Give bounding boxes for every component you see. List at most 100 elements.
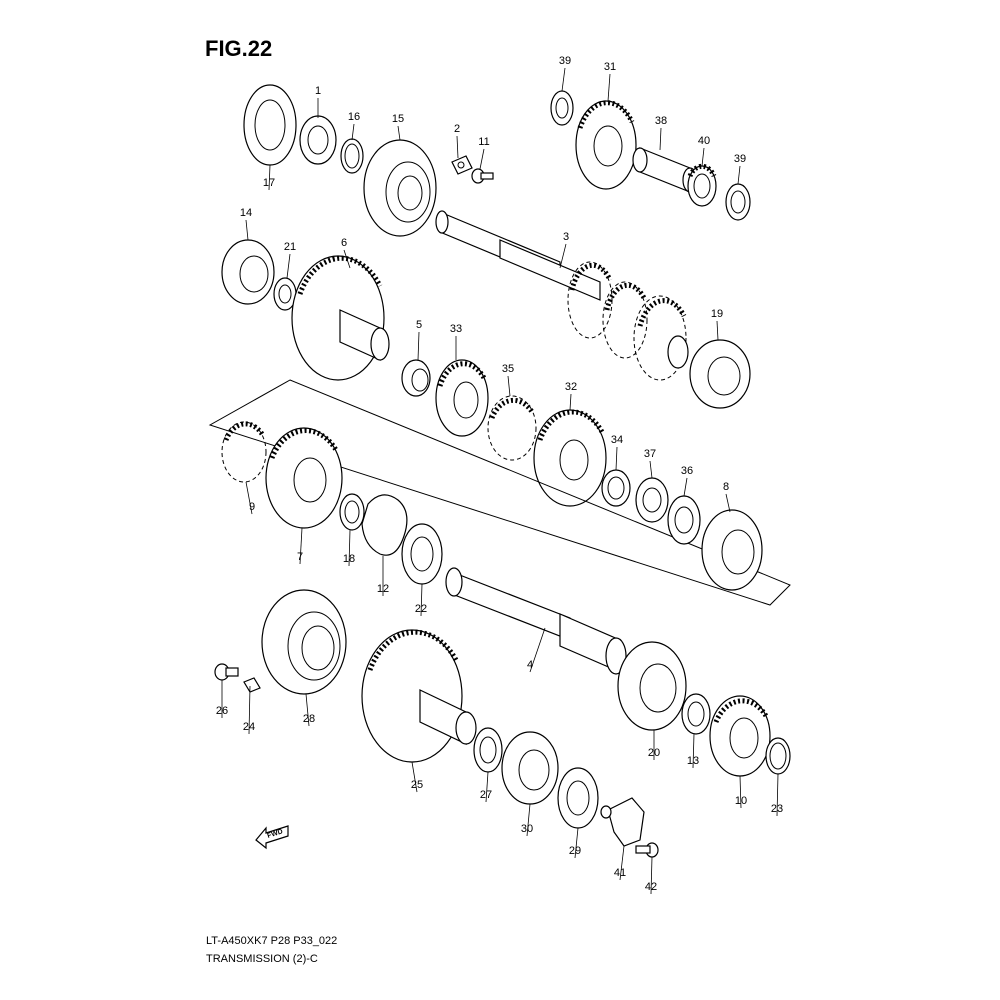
forward-arrow-icon: FWD [255, 825, 289, 850]
callout-label-3[interactable]: 3 [563, 231, 569, 243]
callout-label-39[interactable]: 39 [734, 153, 746, 165]
part-40-needle-bearing[interactable] [687, 163, 717, 207]
callout-label-18[interactable]: 18 [343, 553, 355, 565]
callout-label-40[interactable]: 40 [698, 135, 710, 147]
callout-label-25[interactable]: 25 [411, 779, 423, 791]
callout-label-6[interactable]: 6 [341, 237, 347, 249]
callout-label-39[interactable]: 39 [559, 55, 571, 67]
callout-label-41[interactable]: 41 [614, 867, 626, 879]
callout-label-11[interactable]: 11 [478, 136, 489, 148]
part-12-washer[interactable] [361, 494, 408, 556]
callout-layer: 1234567891011121314151617181920212223242… [216, 55, 783, 895]
part-8-gear[interactable] [701, 509, 763, 591]
part-41-speed-sensor[interactable] [600, 797, 645, 847]
callout-leader-4 [529, 627, 546, 673]
callout-label-24[interactable]: 24 [243, 721, 255, 733]
callout-label-37[interactable]: 37 [644, 448, 656, 460]
callout-label-23[interactable]: 23 [771, 803, 783, 815]
part-27-washer[interactable] [473, 727, 503, 773]
part-20-bearing[interactable] [617, 641, 687, 731]
part-18-bushing[interactable] [339, 493, 365, 531]
figure-title: FIG.22 [205, 36, 272, 61]
callout-leader-39 [737, 165, 741, 185]
callout-label-27[interactable]: 27 [480, 789, 492, 801]
callout-label-19[interactable]: 19 [711, 308, 723, 320]
callout-leader-28 [305, 693, 310, 727]
part-37-lock-washer[interactable] [635, 477, 669, 523]
part-17-oil-seal[interactable] [243, 84, 297, 166]
callout-label-10[interactable]: 10 [735, 795, 747, 807]
part-9-gear[interactable] [221, 421, 267, 483]
callout-label-20[interactable]: 20 [648, 747, 660, 759]
callout-leader-37 [649, 460, 653, 479]
callout-label-8[interactable]: 8 [723, 481, 729, 493]
callout-label-16[interactable]: 16 [348, 111, 360, 123]
part-21-washer[interactable] [273, 277, 297, 311]
part-29-oil-seal[interactable] [557, 767, 599, 829]
figure-caption: TRANSMISSION (2)-C [206, 953, 318, 965]
callout-leader-14 [245, 219, 249, 241]
part-3-countershaft[interactable] [435, 210, 689, 381]
part-38-bushing[interactable] [632, 147, 698, 193]
callout-label-9[interactable]: 9 [249, 501, 255, 513]
part-32-gear[interactable] [533, 409, 607, 507]
part-39-washer-lower[interactable] [725, 183, 751, 221]
part-31-gear[interactable] [575, 100, 637, 190]
part-5-bushing[interactable] [401, 359, 431, 397]
callout-label-34[interactable]: 34 [611, 434, 623, 446]
part-24-plate[interactable] [243, 677, 261, 693]
callout-leader-3 [559, 243, 567, 269]
part-26-bolt[interactable] [214, 663, 239, 681]
callout-leader-2 [456, 135, 459, 159]
callout-label-32[interactable]: 32 [565, 381, 577, 393]
callout-label-30[interactable]: 30 [521, 823, 533, 835]
callout-label-4[interactable]: 4 [527, 659, 533, 671]
part-16-ring[interactable] [340, 138, 364, 174]
part-10-gear[interactable] [709, 695, 771, 777]
part-15-bearing[interactable] [363, 139, 437, 237]
figure-code: LT-A450XK7 P28 P33_022 [206, 935, 337, 947]
part-19-bearing[interactable] [689, 339, 751, 409]
callout-label-35[interactable]: 35 [502, 363, 514, 375]
callout-label-21[interactable]: 21 [284, 241, 296, 253]
part-33-gear[interactable] [435, 359, 489, 437]
callout-label-5[interactable]: 5 [416, 319, 422, 331]
part-39-washer-upper[interactable] [550, 90, 574, 126]
callout-label-26[interactable]: 26 [216, 705, 228, 717]
callout-label-22[interactable]: 22 [415, 603, 427, 615]
part-30-bearing[interactable] [501, 731, 559, 805]
part-36-lock-washer[interactable] [667, 495, 701, 545]
callout-leader-6 [343, 249, 351, 269]
callout-label-14[interactable]: 14 [240, 207, 252, 219]
part-11-screw[interactable] [471, 168, 494, 184]
part-22-washer[interactable] [401, 523, 443, 585]
callout-label-29[interactable]: 29 [569, 845, 581, 857]
callout-label-7[interactable]: 7 [297, 551, 303, 563]
callout-label-38[interactable]: 38 [655, 115, 667, 127]
part-25-gear[interactable] [361, 629, 477, 763]
callout-label-42[interactable]: 42 [645, 881, 657, 893]
part-34-bushing[interactable] [601, 469, 631, 507]
callout-label-2[interactable]: 2 [454, 123, 460, 135]
part-2-retainer[interactable] [451, 155, 473, 175]
callout-label-36[interactable]: 36 [681, 465, 693, 477]
callout-leader-8 [725, 493, 731, 513]
part-42-bolt[interactable] [635, 842, 659, 858]
callout-label-33[interactable]: 33 [450, 323, 462, 335]
part-4-driveshaft[interactable] [445, 567, 627, 675]
part-6-gear[interactable] [291, 255, 390, 381]
callout-label-1[interactable]: 1 [315, 85, 321, 97]
callout-label-13[interactable]: 13 [687, 755, 699, 767]
callout-label-12[interactable]: 12 [377, 583, 389, 595]
part-35-gear[interactable] [487, 395, 537, 461]
part-13-washer[interactable] [681, 693, 711, 735]
part-1-bearing[interactable] [299, 115, 337, 165]
part-28-bearing[interactable] [261, 589, 347, 695]
part-14-bearing[interactable] [221, 239, 275, 305]
part-23-circlip[interactable] [765, 737, 791, 775]
callout-label-28[interactable]: 28 [303, 713, 315, 725]
callout-label-17[interactable]: 17 [263, 177, 275, 189]
part-7-gear[interactable] [265, 427, 343, 529]
callout-label-15[interactable]: 15 [392, 113, 404, 125]
callout-label-31[interactable]: 31 [604, 61, 616, 73]
